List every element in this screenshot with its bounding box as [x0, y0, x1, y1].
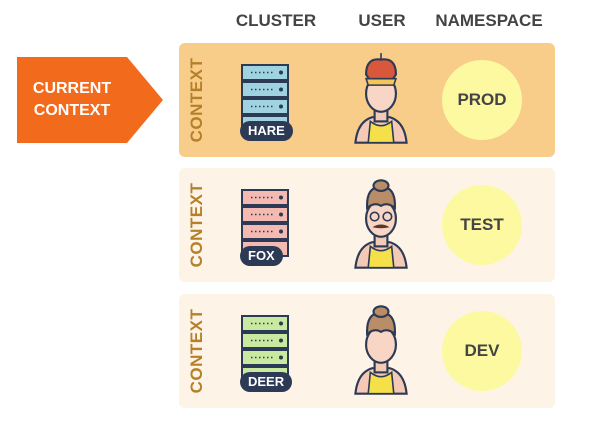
context-label: CONTEXT — [187, 57, 206, 143]
current-context-label: CURRENT CONTEXT — [32, 80, 112, 119]
namespace-label: TEST — [460, 215, 504, 234]
user-avatar-icon — [354, 53, 408, 144]
header-namespace: NAMESPACE — [435, 11, 543, 30]
current-context-arrow — [17, 57, 163, 143]
namespace-circle: DEV — [442, 311, 522, 391]
user-avatar-icon — [354, 179, 408, 269]
context-row-dev: CONTEXT DEER DEV — [179, 294, 555, 408]
user-avatar-icon — [354, 305, 408, 395]
cluster-badge: FOX — [240, 246, 283, 266]
cluster-badge: DEER — [240, 372, 293, 392]
namespace-circle: TEST — [442, 185, 522, 265]
namespace-circle: PROD — [442, 60, 522, 140]
header-cluster: CLUSTER — [235, 11, 317, 30]
context-label: CONTEXT — [187, 308, 206, 394]
namespace-label: DEV — [464, 341, 500, 360]
namespace-label: PROD — [457, 90, 507, 109]
header-user: USER — [358, 11, 406, 30]
context-label: CONTEXT — [187, 182, 206, 268]
context-row-prod: CONTEXT HARE PROD — [179, 43, 555, 157]
context-row-test: CONTEXT FOX TEST — [179, 168, 555, 282]
cluster-badge: HARE — [240, 121, 293, 141]
